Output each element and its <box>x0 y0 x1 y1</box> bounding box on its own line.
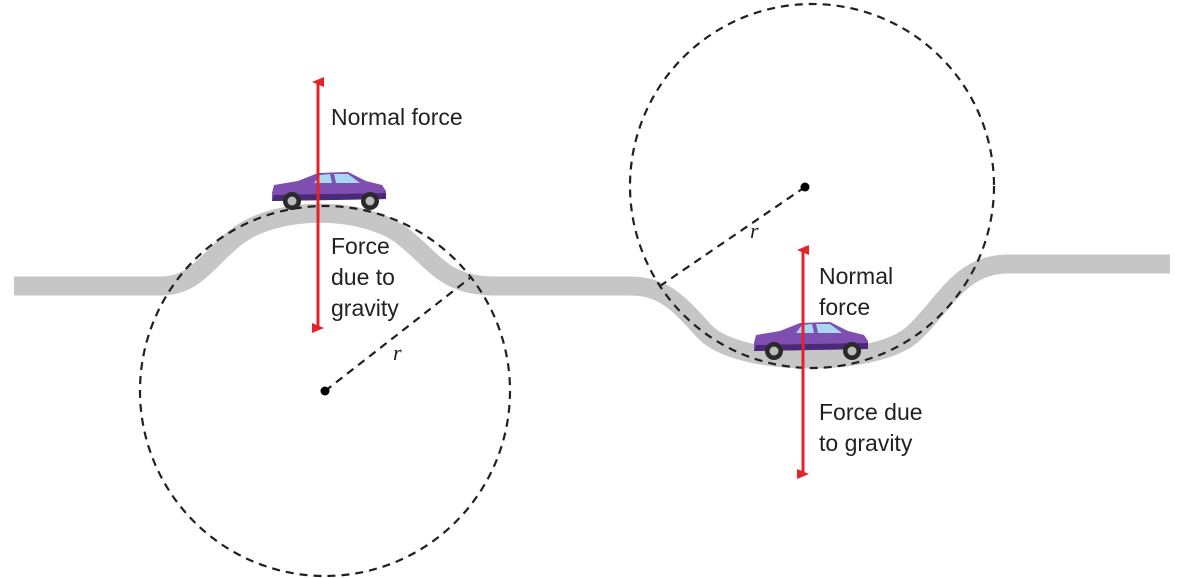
dip-curvature-circle <box>628 2 996 370</box>
left-normal-force-label: Normal force <box>331 104 463 130</box>
left-radius-label: r <box>393 340 402 365</box>
hill-curvature-circle <box>138 204 512 578</box>
dip-radius-line <box>659 186 806 287</box>
dip-center-dot <box>800 182 810 192</box>
right-gravity-label-line1: Force due <box>819 399 923 425</box>
left-gravity-label-line1: Force <box>331 233 390 259</box>
left-gravity-label-line2: due to <box>331 264 395 290</box>
right-normal-label-line2: force <box>819 294 871 320</box>
road <box>14 203 1170 369</box>
car-icon <box>272 172 386 210</box>
right-gravity-label-line2: to gravity <box>819 430 913 456</box>
left-gravity-label-line3: gravity <box>331 295 399 321</box>
hill-radius-line <box>324 277 471 392</box>
right-normal-label-line1: Normal <box>819 263 894 289</box>
right-radius-label: r <box>750 218 759 243</box>
hill-center-dot <box>320 386 330 396</box>
car-icon <box>754 322 868 360</box>
